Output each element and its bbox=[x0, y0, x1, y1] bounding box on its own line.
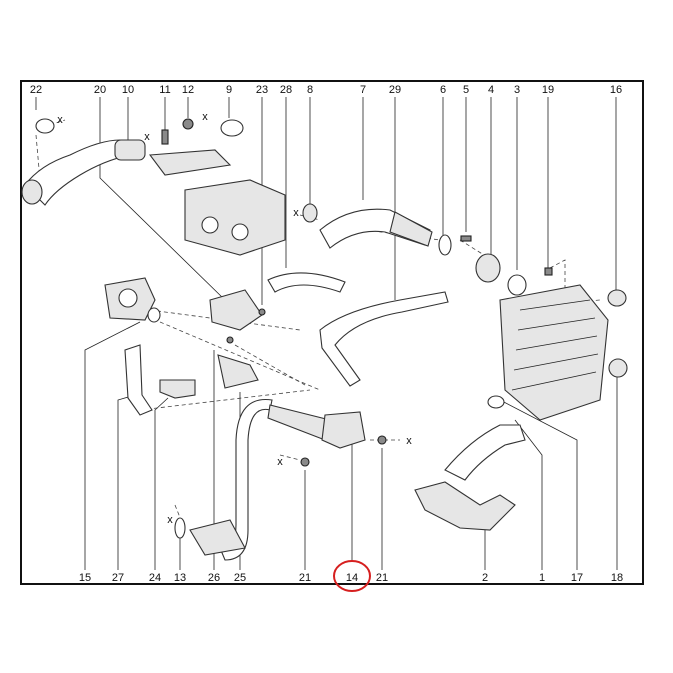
throttle-bore bbox=[118, 288, 138, 308]
callout-10: 10 bbox=[122, 84, 134, 96]
callout-8: 8 bbox=[307, 84, 313, 96]
pipe-28 bbox=[267, 272, 346, 293]
o-ring-3 bbox=[507, 274, 527, 296]
callout-2: 2 bbox=[482, 572, 488, 584]
air-duct-2 bbox=[414, 481, 516, 531]
axis-mark: x bbox=[277, 456, 283, 468]
hose-1 bbox=[444, 424, 526, 481]
callout-17: 17 bbox=[571, 572, 583, 584]
heat-shield-25 bbox=[217, 354, 259, 389]
pipe-27 bbox=[124, 344, 153, 416]
callout-23: 23 bbox=[256, 84, 268, 96]
callout-28: 28 bbox=[280, 84, 292, 96]
screw-5 bbox=[460, 235, 472, 242]
callout-27: 27 bbox=[112, 572, 124, 584]
throttle-seal bbox=[147, 307, 161, 323]
bolt-26 bbox=[226, 336, 234, 344]
coupler-13 bbox=[189, 519, 246, 556]
egr-valve-20 bbox=[209, 289, 263, 331]
bolt-23 bbox=[258, 308, 266, 316]
pipe-29 bbox=[319, 291, 449, 387]
highlight-circle bbox=[333, 560, 371, 592]
callout-21-left: 21 bbox=[299, 572, 311, 584]
cap-16 bbox=[607, 289, 627, 307]
callout-29: 29 bbox=[389, 84, 401, 96]
callout-25: 25 bbox=[234, 572, 246, 584]
axis-mark: x bbox=[144, 131, 150, 143]
axis-mark: x bbox=[202, 111, 208, 123]
callout-18: 18 bbox=[611, 572, 623, 584]
callout-11: 11 bbox=[159, 84, 170, 96]
callout-12: 12 bbox=[182, 84, 194, 96]
clamp-6 bbox=[438, 234, 452, 256]
callout-4: 4 bbox=[488, 84, 494, 96]
callout-20: 20 bbox=[94, 84, 106, 96]
clamp-8 bbox=[302, 203, 318, 223]
bolt-11 bbox=[161, 129, 169, 145]
grommet-17 bbox=[487, 395, 505, 409]
intercooler-fins bbox=[511, 299, 599, 391]
o-ring-9 bbox=[220, 119, 244, 137]
nut-12 bbox=[182, 118, 194, 130]
turbo-port bbox=[231, 223, 249, 241]
axis-mark: x bbox=[57, 114, 63, 126]
diagram-frame bbox=[20, 80, 644, 585]
turbo-block bbox=[184, 179, 286, 256]
intercooler bbox=[499, 284, 609, 421]
bellows-ribs bbox=[389, 211, 433, 247]
callout-7: 7 bbox=[360, 84, 366, 96]
housing-4 bbox=[475, 253, 501, 283]
callout-19: 19 bbox=[542, 84, 554, 96]
clamp-13 bbox=[174, 517, 186, 539]
axis-mark: x bbox=[293, 207, 299, 219]
callout-5: 5 bbox=[463, 84, 469, 96]
hose-end-10 bbox=[21, 179, 43, 205]
bolt-21 bbox=[377, 435, 387, 445]
callout-9: 9 bbox=[226, 84, 232, 96]
bracket-24 bbox=[159, 379, 196, 399]
callout-3: 3 bbox=[514, 84, 520, 96]
axis-mark: x bbox=[406, 435, 412, 447]
callout-13: 13 bbox=[174, 572, 186, 584]
hose-coupler-10 bbox=[114, 139, 146, 161]
callout-14: 14 bbox=[346, 572, 358, 584]
cap-18 bbox=[608, 358, 628, 378]
turbo-port bbox=[201, 216, 219, 234]
egr-flange-14 bbox=[321, 411, 366, 449]
callout-21-right: 21 bbox=[376, 572, 388, 584]
clamp-ring-22 bbox=[35, 118, 55, 134]
callout-15: 15 bbox=[79, 572, 91, 584]
callout-1: 1 bbox=[539, 572, 545, 584]
bolt-21 bbox=[300, 457, 310, 467]
callout-26: 26 bbox=[208, 572, 220, 584]
leader-lines-top bbox=[35, 97, 617, 305]
callout-22: 22 bbox=[30, 84, 42, 96]
callout-6: 6 bbox=[440, 84, 446, 96]
pipe-bracket bbox=[148, 149, 232, 176]
axis-mark: x bbox=[167, 514, 173, 526]
callout-24: 24 bbox=[149, 572, 161, 584]
screw-19 bbox=[544, 267, 553, 276]
callout-16: 16 bbox=[610, 84, 622, 96]
